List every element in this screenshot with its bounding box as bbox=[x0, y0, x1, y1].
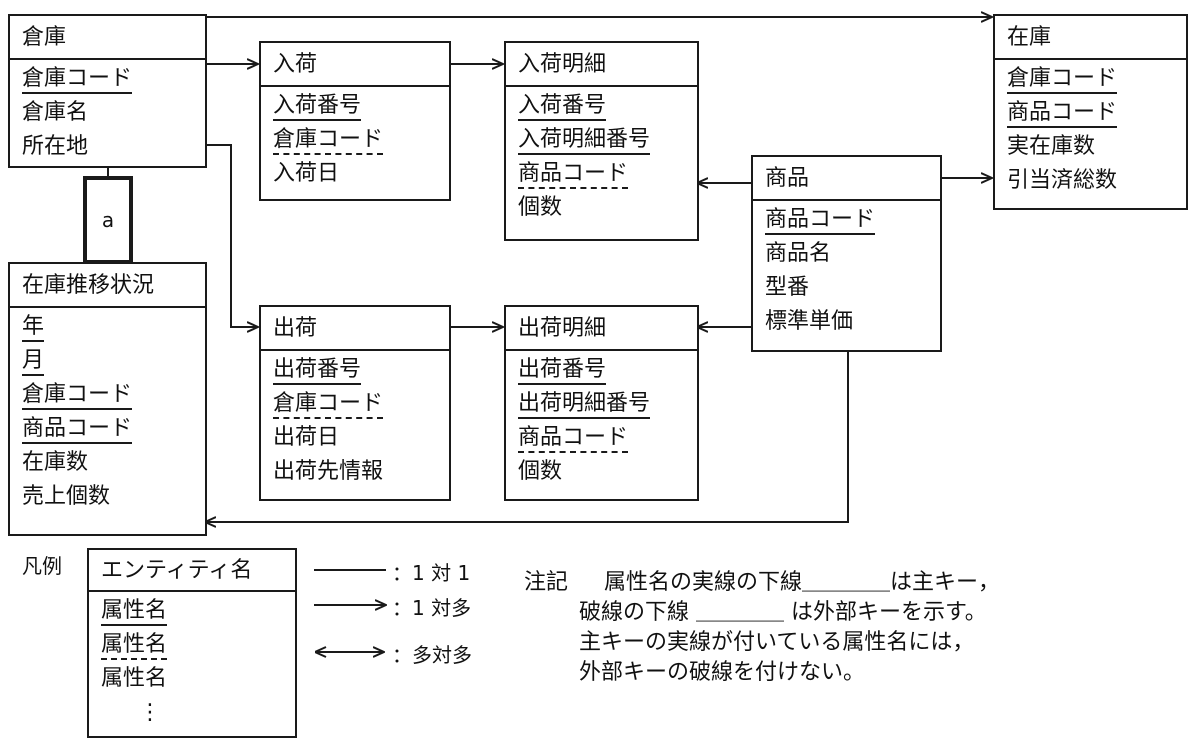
legend-one-to-many-label: ：1 対多 bbox=[392, 596, 472, 620]
attr-shukameisai-shohin-code: 商品コード bbox=[518, 421, 697, 455]
attr-zaiko-shohin-code: 商品コード bbox=[1007, 96, 1186, 130]
note-line-3: 主キーの実線が付いている属性名には， bbox=[579, 630, 975, 655]
attr-nyuka-souko-code: 倉庫コード bbox=[273, 123, 449, 157]
attr-nyuka-no: 入荷番号 bbox=[273, 89, 449, 123]
entity-souko-name: 倉庫 bbox=[10, 16, 205, 60]
entity-shuka-meisai-name: 出荷明細 bbox=[506, 307, 697, 351]
attr-suii-sales: 売上個数 bbox=[22, 484, 111, 509]
attr-nyukameisai-meisai-no: 入荷明細番号 bbox=[518, 123, 697, 157]
note-line-4: 外部キーの破線を付けない。 bbox=[579, 660, 866, 685]
attr-nyukameisai-shohin-code: 商品コード bbox=[518, 157, 697, 191]
blank-a-box: a bbox=[83, 176, 133, 264]
attr-nyuka-date: 入荷日 bbox=[273, 161, 340, 186]
legend-entity: エンティティ名 属性名 属性名 属性名 ⋮ bbox=[87, 548, 297, 738]
entity-nyuka-meisai: 入荷明細 入荷番号 入荷明細番号 商品コード 個数 bbox=[504, 41, 699, 241]
attr-souko-code: 倉庫コード bbox=[22, 62, 205, 96]
attr-souko-location: 所在地 bbox=[22, 134, 89, 159]
legend-entity-name: エンティティ名 bbox=[89, 550, 295, 592]
attr-zaiko-souko-code: 倉庫コード bbox=[1007, 62, 1186, 96]
entity-shohin-name: 商品 bbox=[753, 157, 940, 201]
attr-zaiko-allocated: 引当済総数 bbox=[1007, 168, 1118, 193]
note-line-2: 破線の下線 ＿＿＿＿ は外部キーを示す。 bbox=[579, 600, 987, 625]
entity-shuka-meisai: 出荷明細 出荷番号 出荷明細番号 商品コード 個数 bbox=[504, 305, 699, 501]
attr-shukameisai-qty: 個数 bbox=[518, 459, 563, 484]
entity-shohin: 商品 商品コード 商品名 型番 標準単価 bbox=[751, 155, 942, 352]
attr-suii-month: 月 bbox=[22, 344, 205, 378]
entity-shuka: 出荷 出荷番号 倉庫コード 出荷日 出荷先情報 bbox=[259, 305, 451, 501]
attr-nyukameisai-nyuka-no: 入荷番号 bbox=[518, 89, 697, 123]
legend-title: 凡例 bbox=[22, 554, 62, 578]
attr-shohin-price: 標準単価 bbox=[765, 309, 854, 334]
rel-souko-shuka bbox=[205, 144, 258, 327]
legend-attr-ellipsis: ⋮ bbox=[139, 700, 161, 725]
entity-suii: 在庫推移状況 年 月 倉庫コード 商品コード 在庫数 売上個数 bbox=[8, 262, 207, 536]
entity-zaiko-name: 在庫 bbox=[995, 16, 1186, 60]
entity-shuka-name: 出荷 bbox=[261, 307, 449, 351]
entity-nyuka-name: 入荷 bbox=[261, 43, 449, 87]
legend-attr-pk: 属性名 bbox=[101, 594, 295, 628]
attr-shohin-name: 商品名 bbox=[765, 241, 832, 266]
attr-shuka-souko-code: 倉庫コード bbox=[273, 387, 449, 421]
legend-many-to-many-label: ：多対多 bbox=[392, 643, 472, 667]
note-label: 注記 bbox=[524, 570, 569, 595]
attr-souko-name: 倉庫名 bbox=[22, 100, 89, 125]
legend-one-to-one-label: ：1 対 1 bbox=[392, 561, 471, 585]
attr-suii-year: 年 bbox=[22, 310, 205, 344]
attr-shukameisai-shuka-no: 出荷番号 bbox=[518, 353, 697, 387]
attr-shuka-dest: 出荷先情報 bbox=[273, 459, 384, 484]
attr-suii-shohin-code: 商品コード bbox=[22, 412, 205, 446]
legend-attr-plain: 属性名 bbox=[101, 666, 168, 691]
entity-souko: 倉庫 倉庫コード 倉庫名 所在地 bbox=[8, 14, 207, 168]
attr-suii-souko-code: 倉庫コード bbox=[22, 378, 205, 412]
attr-zaiko-actual: 実在庫数 bbox=[1007, 134, 1096, 159]
attr-shukameisai-meisai-no: 出荷明細番号 bbox=[518, 387, 697, 421]
entity-zaiko: 在庫 倉庫コード 商品コード 実在庫数 引当済総数 bbox=[993, 14, 1188, 210]
legend-attr-fk: 属性名 bbox=[101, 628, 295, 662]
rel-shohin-suii bbox=[205, 350, 849, 522]
attr-suii-stock: 在庫数 bbox=[22, 450, 89, 475]
attr-shuka-date: 出荷日 bbox=[273, 425, 340, 450]
entity-suii-name: 在庫推移状況 bbox=[10, 264, 205, 308]
attr-shohin-code: 商品コード bbox=[765, 203, 940, 237]
attr-shohin-model: 型番 bbox=[765, 275, 810, 300]
attr-shuka-no: 出荷番号 bbox=[273, 353, 449, 387]
attr-nyukameisai-qty: 個数 bbox=[518, 195, 563, 220]
entity-nyuka-meisai-name: 入荷明細 bbox=[506, 43, 697, 87]
entity-nyuka: 入荷 入荷番号 倉庫コード 入荷日 bbox=[259, 41, 451, 201]
note-line-1: 属性名の実線の下線＿＿＿＿は主キー， bbox=[604, 570, 1001, 595]
